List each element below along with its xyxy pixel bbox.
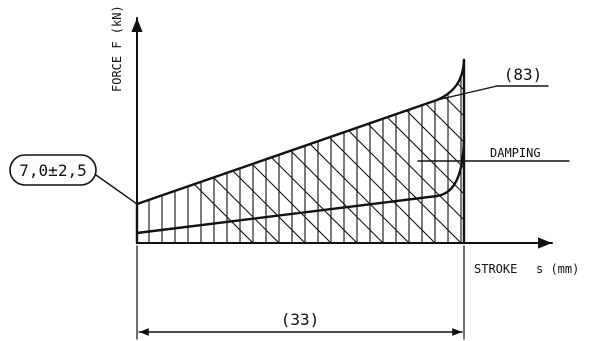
damping-label: DAMPING — [490, 146, 541, 160]
hatch-diagonal-line — [319, 60, 464, 243]
x-axis-label: STROKE — [474, 262, 517, 276]
initial-force-balloon — [9, 154, 97, 186]
hatch-diagonal-line — [215, 60, 412, 243]
stroke-dimension-label: (33) — [281, 310, 320, 329]
hatch-diagonal-line — [189, 60, 386, 243]
hatch-diagonal-line — [137, 60, 256, 243]
hatch-diagonal-line — [163, 60, 360, 243]
y-axis-label: FORCE F (kN) — [110, 5, 124, 92]
initial-force-label: 7,0±2,5 — [19, 161, 86, 180]
upper-force-curve — [135, 58, 466, 206]
initial-force-leader — [95, 174, 138, 205]
x-axis-unit: s (mm) — [536, 262, 579, 276]
end-force-leader — [436, 85, 498, 101]
hatch-diagonal-line — [137, 60, 334, 243]
end-force-label: (83) — [504, 65, 543, 84]
